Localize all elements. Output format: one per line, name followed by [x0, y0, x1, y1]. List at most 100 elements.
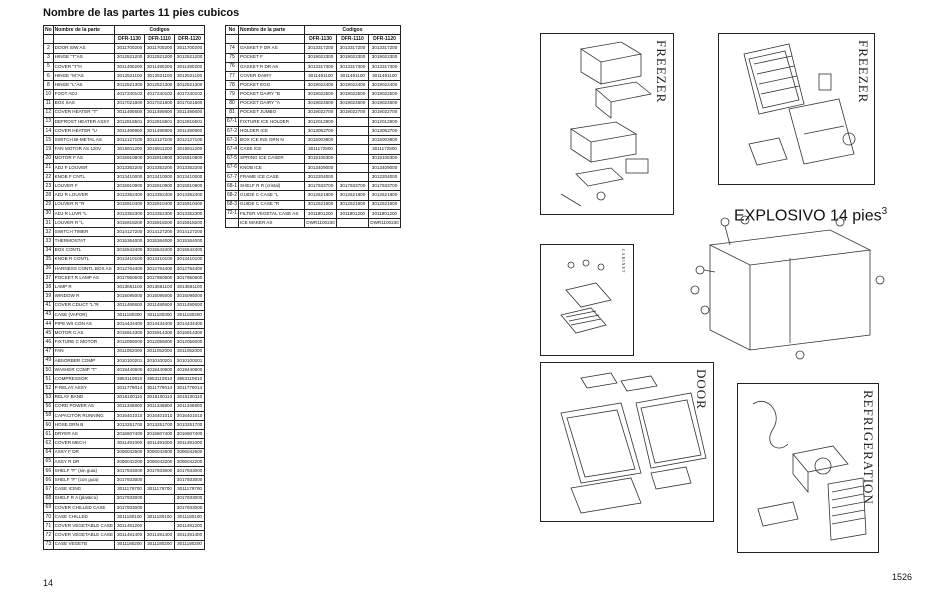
part-number: 68-3: [224, 199, 240, 210]
part-code: 3012521900: [368, 199, 402, 210]
part-code: 4019440600: [114, 364, 146, 376]
part-code: 3019022700: [368, 107, 402, 118]
part-number: [224, 217, 240, 229]
part-name: HINGE "M"AS: [52, 70, 116, 82]
part-code: 3012521300: [174, 80, 206, 91]
part-code: 3012764400: [114, 263, 146, 275]
part-code: 3012521200: [144, 52, 176, 63]
part-number: 45: [43, 328, 54, 339]
part-code: 3011901200: [304, 208, 338, 219]
part-name: BOX CONTL: [52, 245, 116, 256]
part-number: 34: [43, 245, 54, 256]
part-code: 3011179700: [114, 484, 146, 495]
part-number: 30: [43, 208, 54, 219]
part-number: 72-1: [224, 208, 240, 219]
part-code: 3013251700: [174, 420, 206, 431]
part-code: 3013063700: [304, 126, 338, 137]
part-code: 3016100110: [144, 392, 176, 403]
part-number: 65: [43, 456, 54, 468]
part-name: LOUVER R "R: [52, 199, 116, 210]
part-number: 39: [43, 291, 54, 302]
part-code: 3016401010: [174, 410, 206, 422]
part-code: 3013352400: [174, 190, 206, 201]
part-code: 3013661100: [114, 282, 146, 293]
part-name: BOX SAS: [52, 98, 116, 109]
part-code: 3017933000: [144, 465, 176, 477]
part-code: 3011490900: [174, 126, 206, 137]
part-code: 3011180100: [174, 511, 206, 523]
part-code: 3011490900: [144, 126, 176, 137]
part-code: 3017933000: [174, 465, 206, 477]
page-number-left: 14: [43, 578, 54, 588]
part-code: 3015914300: [114, 328, 146, 339]
part-number: 5: [43, 61, 54, 72]
diagram-cabinet-main: [690, 215, 885, 360]
part-code: 3013352300: [144, 208, 176, 219]
part-name: DOOR S/W AS: [52, 43, 116, 54]
part-number: 81: [224, 107, 240, 118]
part-code: 3013317300: [368, 61, 402, 72]
part-name: HINGE "T"AS: [52, 52, 116, 63]
part-code: 3019022600: [368, 98, 402, 109]
part-name: FIXTURE ICE HOLDER: [238, 116, 306, 128]
part-code: 3015910900: [174, 181, 206, 192]
part-number: 76: [224, 61, 240, 72]
part-code: 3011180200: [174, 539, 206, 550]
part-code: 3006042200: [144, 456, 176, 468]
part-name: DEFROST HEATER ASSY: [52, 116, 116, 128]
part-code: 3015910900: [144, 181, 176, 192]
part-code: 3006042200: [174, 456, 206, 468]
part-name: SHELF "F" (sin guia): [52, 465, 116, 477]
part-number: 53: [43, 392, 54, 403]
part-name: RELAY BAND: [52, 392, 116, 403]
part-code: 3015095000: [174, 291, 206, 302]
part-code: 3012521100: [174, 70, 206, 82]
part-code: 3019106300: [368, 153, 402, 164]
col-codigos: Codigos: [114, 24, 206, 36]
part-number: 31: [43, 217, 54, 229]
part-code: 3013661100: [144, 282, 176, 293]
part-number: 52: [43, 383, 54, 394]
part-name: COVER CDUCT "L"R: [52, 300, 116, 311]
part-code: 3012521300: [114, 80, 146, 91]
part-code: 3015914300: [174, 328, 206, 339]
part-name: GASKET R DR AS: [238, 61, 306, 72]
part-code: 3013410100: [114, 254, 146, 265]
part-name: COVER CHILLED CASE: [52, 502, 116, 513]
part-code: 3016607400: [174, 429, 206, 440]
part-code: 3015918200: [174, 217, 206, 229]
part-code: 3011490600: [174, 107, 206, 118]
part-code: 3010100201: [144, 355, 176, 366]
part-number: 23: [43, 181, 54, 192]
diagram-cabinet-part: CABINET: [540, 244, 634, 356]
part-code: 3015918200: [114, 217, 146, 229]
part-code: 3012521900: [304, 199, 338, 210]
diagram-freezer-door: FREEZER: [718, 33, 875, 185]
part-name: HOSE DRN B: [52, 420, 116, 431]
part-code: 3013063700: [368, 126, 402, 137]
part-code: 3019022600: [304, 98, 338, 109]
part-number: 71: [43, 521, 54, 532]
diagram-door: DOOR: [540, 362, 714, 522]
part-code: 3011491000: [144, 438, 176, 449]
part-number: 6: [43, 70, 54, 82]
col-no: No: [224, 24, 240, 36]
part-code: 3011180100: [144, 511, 176, 523]
part-number: 67-3: [224, 135, 240, 146]
part-code: 3011052000: [144, 346, 176, 357]
